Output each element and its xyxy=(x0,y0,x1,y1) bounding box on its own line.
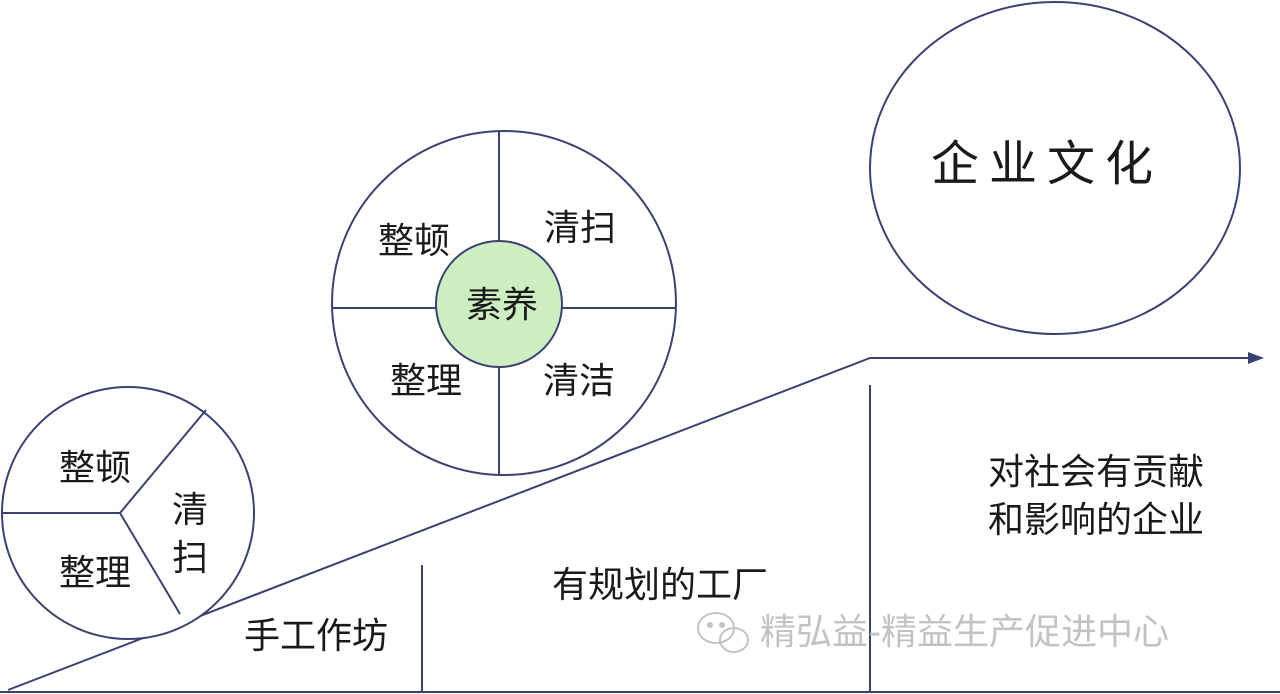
growth-path-line xyxy=(7,352,1264,691)
watermark-text: 精弘益-精益生产促进中心 xyxy=(760,612,1169,653)
stage3-label-line1: 对社会有贡献 xyxy=(988,452,1204,493)
wechat-icon xyxy=(697,612,749,653)
stage3-label-line2: 和影响的企业 xyxy=(988,500,1204,541)
center-label: 素养 xyxy=(466,285,538,326)
stage2-label: 有规划的工厂 xyxy=(552,565,768,606)
medium-bottom-left: 整理 xyxy=(390,361,462,402)
watermark: 精弘益-精益生产促进中心 xyxy=(697,612,1169,653)
small-seg-top-left: 整顿 xyxy=(59,448,131,489)
medium-bottom-right: 清洁 xyxy=(543,361,615,402)
small-seg-right-2: 扫 xyxy=(172,538,208,579)
small-seg-right-1: 清 xyxy=(172,490,208,531)
center-circle xyxy=(435,240,563,368)
stage1-label: 手工作坊 xyxy=(244,616,388,657)
small-seg-bottom-left: 整理 xyxy=(59,553,131,594)
culture-label: 企业文化 xyxy=(931,136,1163,192)
large-culture-circle: 企业文化 xyxy=(869,1,1241,335)
medium-top-left: 整顿 xyxy=(378,221,450,262)
medium-5s-circle: 素养 整顿 清扫 整理 清洁 xyxy=(331,130,677,476)
medium-top-right: 清扫 xyxy=(544,208,616,249)
small-3s-circle: 整顿 整理 清 扫 xyxy=(1,386,255,640)
